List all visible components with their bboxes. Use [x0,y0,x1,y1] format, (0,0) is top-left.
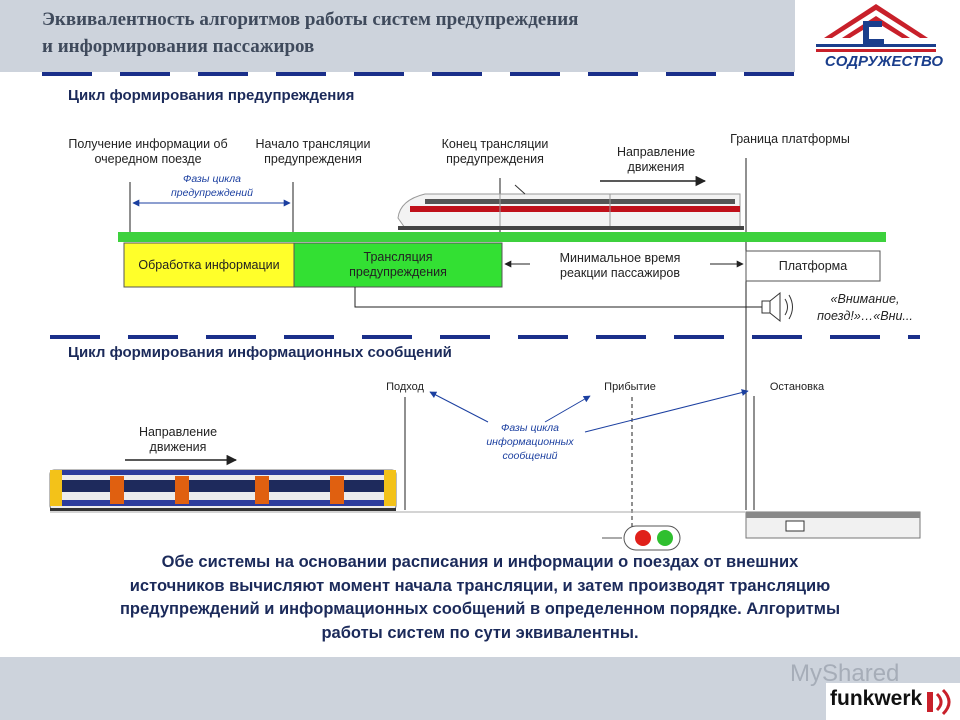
platform-label: Платформа [778,258,848,273]
label-direction-1: Направление движения [616,145,696,174]
broadcast-connector [354,287,762,308]
label-direction-2: Направление движения [138,425,218,454]
processing-box [123,242,295,288]
broadcast-label: Трансляция предупреждения [349,250,447,279]
track-bar [118,232,886,242]
commuter-train [49,469,397,511]
broadcast-box [293,242,503,288]
section-title-warning: Цикл формирования предупреждения [68,87,355,104]
processing-label: Обработка информации [138,257,280,272]
label-broadcast-start: Начало трансляции предупреждения [255,137,371,166]
watermark-text: MyShared [790,660,900,687]
label-approach: Подход [386,381,424,393]
label-arrival: Прибытие [604,381,656,393]
label-phases-info: Фазы цикла информационных сообщений [486,422,574,462]
funkwerk-logo [826,683,960,720]
title-line-1: Эквивалентность алгоритмов работы систем… [42,9,579,30]
title-line-2: и информирования пассажиров [42,36,315,57]
signal-light-icon [602,525,681,551]
phases-arrow-stop [584,389,749,433]
page-title: Эквивалентность алгоритмов работы систем… [42,6,782,60]
logo-text: СОДРУЖЕСТВО [824,53,944,70]
label-min-reaction-time: Минимальное время реакции пассажиров [530,251,710,281]
phases-arrow-arrival [544,395,591,423]
speaker-icon [761,291,793,323]
announcement-text: «Внимание, поезд!»…«Вни... [817,292,913,323]
label-platform-edge: Граница платформы [730,132,850,146]
header-bar [0,0,795,72]
logo-house-icon [816,4,936,52]
label-phases-warning: Фазы цикла предупреждений [171,173,253,199]
funkwerk-logo-text: funkwerk [830,687,923,710]
logo [796,0,960,96]
label-receive-info: Получение информации об очередном поезде [68,137,228,166]
section-title-info: Цикл формирования информационных сообщен… [68,344,452,361]
label-broadcast-end: Конец трансляции предупреждения [441,137,549,166]
platform-box [745,250,881,282]
display-icon [785,520,805,532]
funkwerk-waves-icon [927,688,951,716]
summary-text: Обе системы на основании расписания и ин… [119,553,841,642]
label-stop: Остановка [769,381,825,393]
footer-bar [0,657,960,720]
ice-train [397,184,744,230]
phases-arrow-approach [429,391,489,423]
